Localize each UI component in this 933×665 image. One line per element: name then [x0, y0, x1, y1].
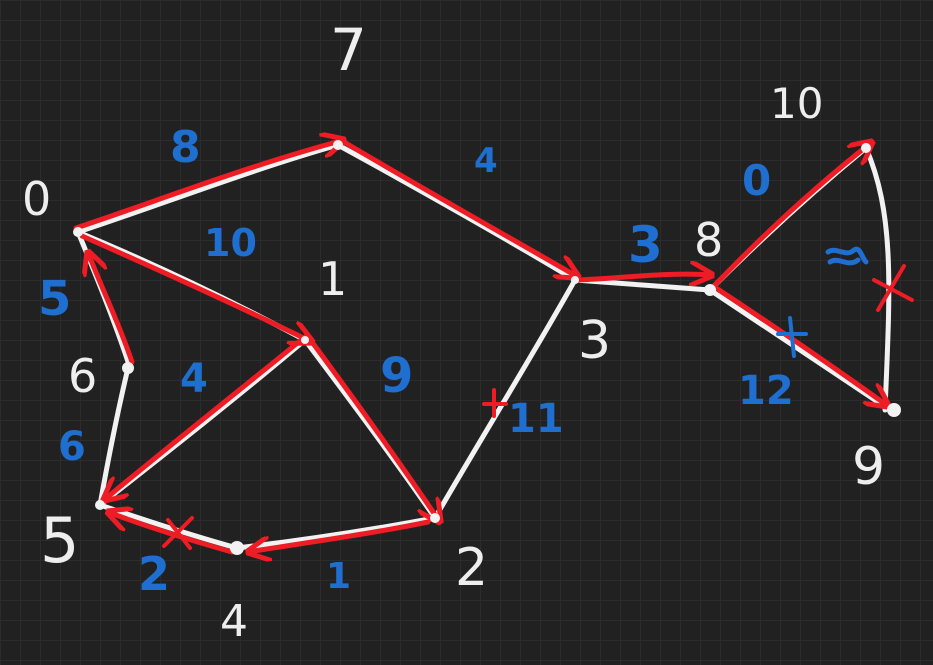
edge-7-3	[335, 142, 578, 283]
edge-crosses	[162, 264, 914, 550]
red-edge-6-0	[88, 252, 135, 365]
weight-edge-5-1: 4	[180, 356, 208, 402]
node-9-dot	[887, 403, 901, 417]
edge-8-9	[707, 287, 893, 413]
cross-edge-8-9	[776, 316, 808, 358]
red-edge-1-5	[104, 333, 309, 500]
node-label-4: 4	[220, 596, 248, 647]
red-edge-3-8	[575, 274, 712, 280]
node-0-dot	[73, 227, 83, 237]
edge-2-3	[432, 277, 578, 521]
red-edge-0-7	[73, 140, 344, 231]
weight-edge-8-10: 0	[742, 156, 771, 205]
edge-1-2	[302, 337, 438, 521]
node-label-3: 3	[578, 311, 611, 371]
node-7-dot	[333, 140, 343, 150]
red-edge-0-1	[79, 233, 312, 342]
edges-red	[73, 139, 888, 555]
node-10-dot	[861, 143, 871, 153]
weight-edge-0-7: 8	[170, 122, 201, 173]
cross-edge-2-3	[482, 388, 508, 418]
weight-labels: 8 4 10 5 6 4 9 1 2 11 3 0 12	[38, 122, 794, 601]
node-label-10: 10	[770, 79, 823, 128]
red-edge-2-4	[248, 519, 431, 552]
weight-edge-0-6: 5	[38, 271, 71, 327]
node-label-2: 2	[455, 538, 488, 598]
node-label-5: 5	[40, 504, 79, 577]
weight-edge-7-3: 4	[474, 141, 498, 181]
node-label-8: 8	[694, 213, 723, 267]
edge-10-9	[863, 145, 892, 413]
nodes	[73, 140, 901, 555]
node-label-0: 0	[22, 172, 51, 226]
node-5-dot	[95, 500, 105, 510]
node-2-dot	[430, 513, 440, 523]
red-edge-1-2	[309, 339, 440, 522]
weight-edge-1-2: 9	[380, 348, 413, 404]
node-label-1: 1	[318, 252, 347, 306]
node-label-7: 7	[330, 16, 367, 84]
weight-edge-6-5: 6	[58, 424, 86, 470]
red-edge-4-5	[108, 512, 235, 555]
node-label-6: 6	[68, 349, 97, 403]
edge-0-7	[75, 142, 341, 235]
cross-edge-4-5	[162, 516, 194, 550]
red-edge-8-9	[713, 285, 888, 406]
node-label-9: 9	[852, 437, 885, 497]
weight-edge-8-9: 12	[738, 368, 794, 414]
weight-edge-2-3: 11	[508, 396, 564, 442]
scribble-mark	[825, 246, 869, 266]
node-6-dot	[122, 362, 134, 374]
edge-2-4	[234, 515, 438, 551]
node-4-dot	[230, 541, 244, 555]
weight-edge-0-1: 10	[204, 221, 257, 265]
node-8-dot	[704, 284, 716, 296]
node-labels: 0 7 1 2 3 4 5 6 8 9 10	[22, 16, 885, 647]
edges-white	[75, 142, 893, 551]
weight-edge-3-8: 3	[628, 216, 663, 274]
cross-edge-10-9	[872, 264, 914, 312]
weight-scribble-edge-10-9	[825, 246, 869, 266]
weight-edge-4-5: 2	[138, 547, 170, 601]
red-edge-8-10	[711, 142, 872, 289]
node-1-dot	[301, 336, 309, 344]
node-3-dot	[571, 276, 579, 284]
weight-edge-2-4: 1	[326, 556, 351, 597]
red-edge-7-3	[341, 139, 578, 277]
